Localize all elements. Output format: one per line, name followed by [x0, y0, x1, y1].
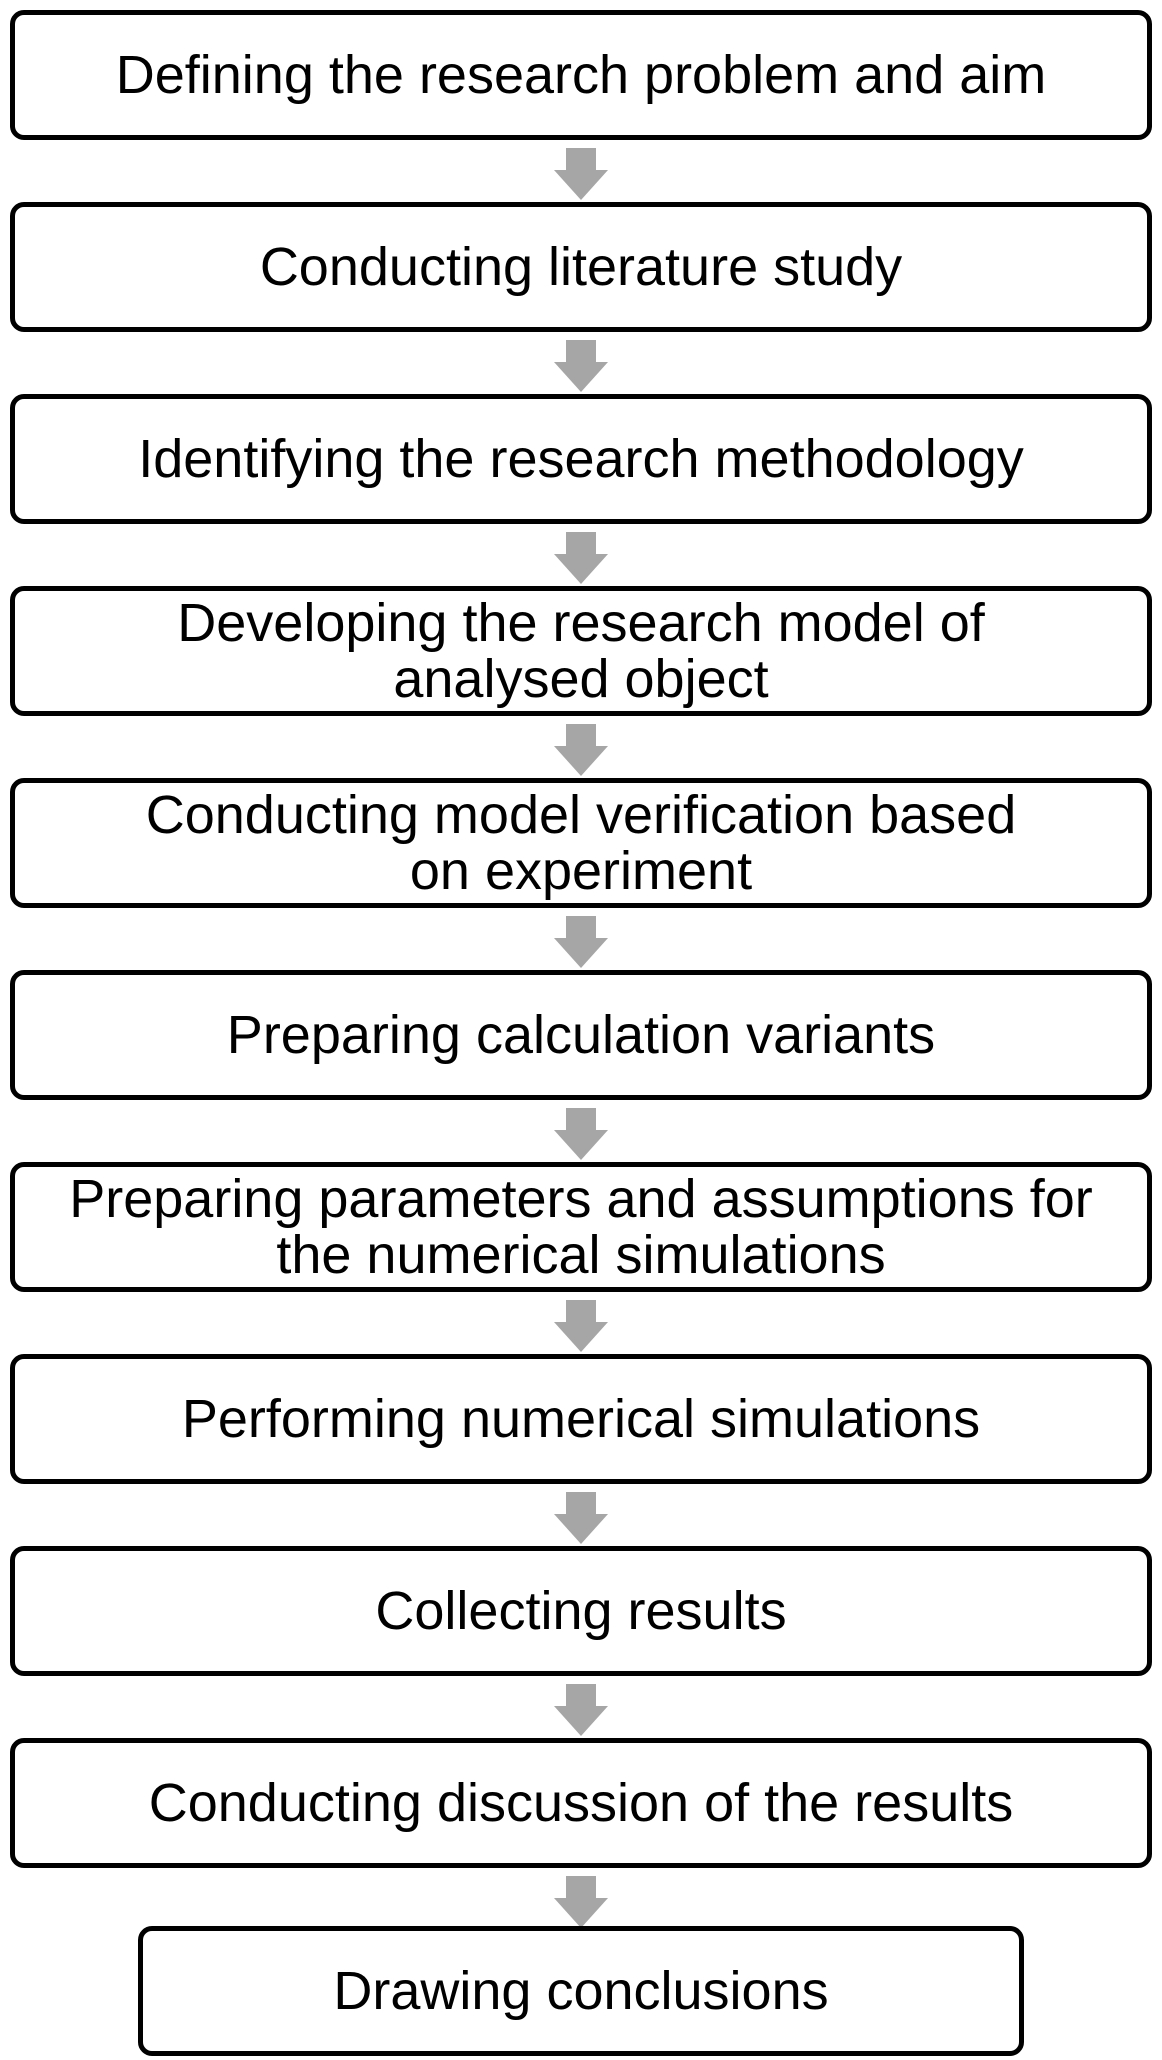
step-label: Conducting model verification based on e…: [145, 785, 1017, 901]
step-label: Drawing conclusions: [333, 1961, 829, 2021]
step-label: Performing numerical simulations: [181, 1389, 981, 1449]
down-arrow-icon: [554, 1300, 608, 1352]
step-label: Conducting literature study: [259, 237, 903, 297]
down-arrow-icon: [554, 724, 608, 776]
down-arrow-icon: [554, 1108, 608, 1160]
step-box-collecting-results: Collecting results: [10, 1546, 1152, 1676]
down-arrow-icon: [554, 1684, 608, 1736]
down-arrow-icon: [554, 532, 608, 584]
step-box-literature-study: Conducting literature study: [10, 202, 1152, 332]
down-arrow-icon: [554, 1492, 608, 1544]
step-label: Preparing parameters and assumptions for…: [69, 1169, 1093, 1285]
step-label: Conducting discussion of the results: [148, 1773, 1014, 1833]
step-box-research-model: Developing the research model of analyse…: [10, 586, 1152, 716]
step-box-discussion: Conducting discussion of the results: [10, 1738, 1152, 1868]
step-box-research-methodology: Identifying the research methodology: [10, 394, 1152, 524]
down-arrow-icon: [554, 916, 608, 968]
step-box-parameters-assumptions: Preparing parameters and assumptions for…: [10, 1162, 1152, 1292]
step-label: Identifying the research methodology: [138, 429, 1024, 489]
step-box-defining-problem: Defining the research problem and aim: [10, 10, 1152, 140]
step-box-drawing-conclusions: Drawing conclusions: [138, 1926, 1024, 2056]
step-label: Preparing calculation variants: [226, 1005, 936, 1065]
down-arrow-icon: [554, 148, 608, 200]
step-box-model-verification: Conducting model verification based on e…: [10, 778, 1152, 908]
step-label: Developing the research model of analyse…: [177, 593, 985, 709]
down-arrow-icon: [554, 1876, 608, 1928]
step-label: Defining the research problem and aim: [115, 45, 1047, 105]
step-box-numerical-simulations: Performing numerical simulations: [10, 1354, 1152, 1484]
step-label: Collecting results: [375, 1581, 787, 1641]
step-box-calculation-variants: Preparing calculation variants: [10, 970, 1152, 1100]
down-arrow-icon: [554, 340, 608, 392]
